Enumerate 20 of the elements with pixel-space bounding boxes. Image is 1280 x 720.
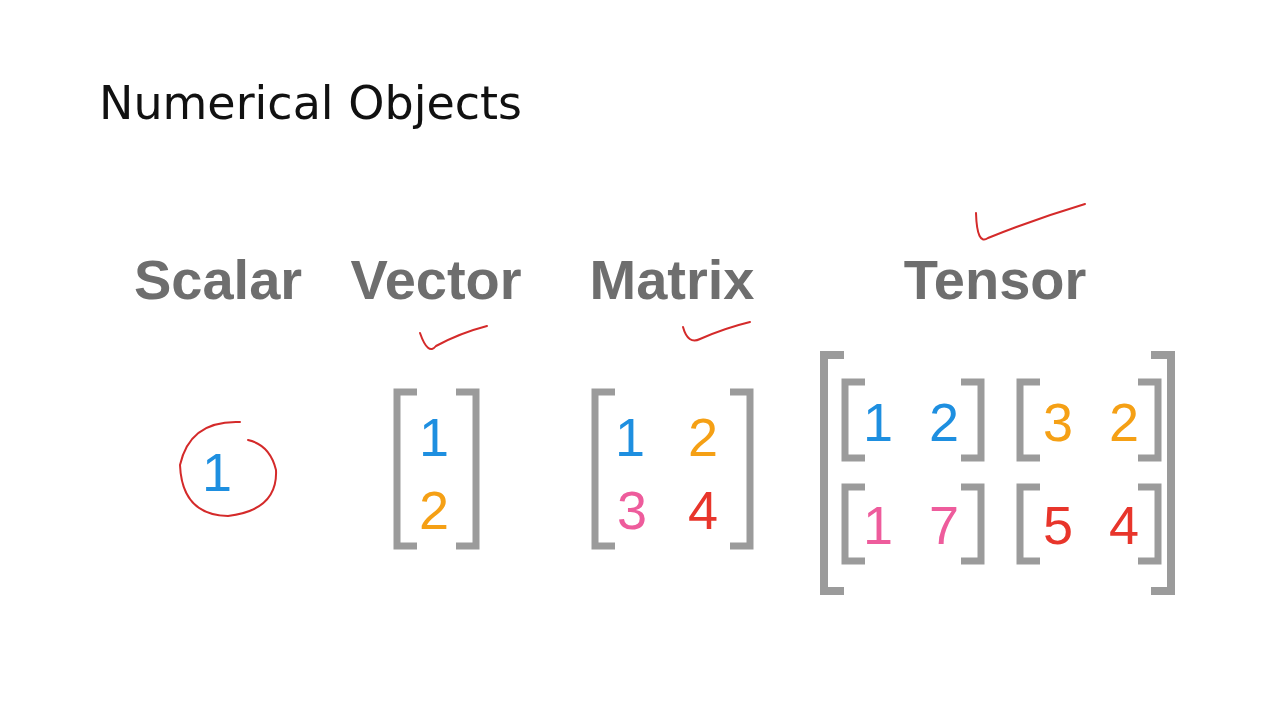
matrix-entry: 3 — [1043, 395, 1073, 449]
category-heading: Matrix — [589, 252, 755, 308]
matrix-entry: 1 — [202, 445, 232, 499]
slide-title: Numerical Objects — [99, 78, 523, 129]
matrix-entry: 5 — [1043, 498, 1073, 552]
matrix-entry: 1 — [863, 498, 893, 552]
matrix-entry: 2 — [419, 483, 449, 537]
matrix-entry: 7 — [929, 498, 959, 552]
matrix-entry: 3 — [617, 483, 647, 537]
matrix-entry: 1 — [419, 410, 449, 464]
matrix-entry: 2 — [1109, 395, 1139, 449]
matrix-entry: 2 — [929, 395, 959, 449]
matrix-entry: 4 — [688, 483, 718, 537]
category-heading: Tensor — [903, 252, 1087, 308]
matrix-entry: 2 — [688, 410, 718, 464]
matrix-entry: 1 — [615, 410, 645, 464]
category-heading: Vector — [350, 252, 522, 308]
matrix-entry: 4 — [1109, 498, 1139, 552]
category-heading: Scalar — [133, 252, 303, 308]
matrix-entry: 1 — [863, 395, 893, 449]
